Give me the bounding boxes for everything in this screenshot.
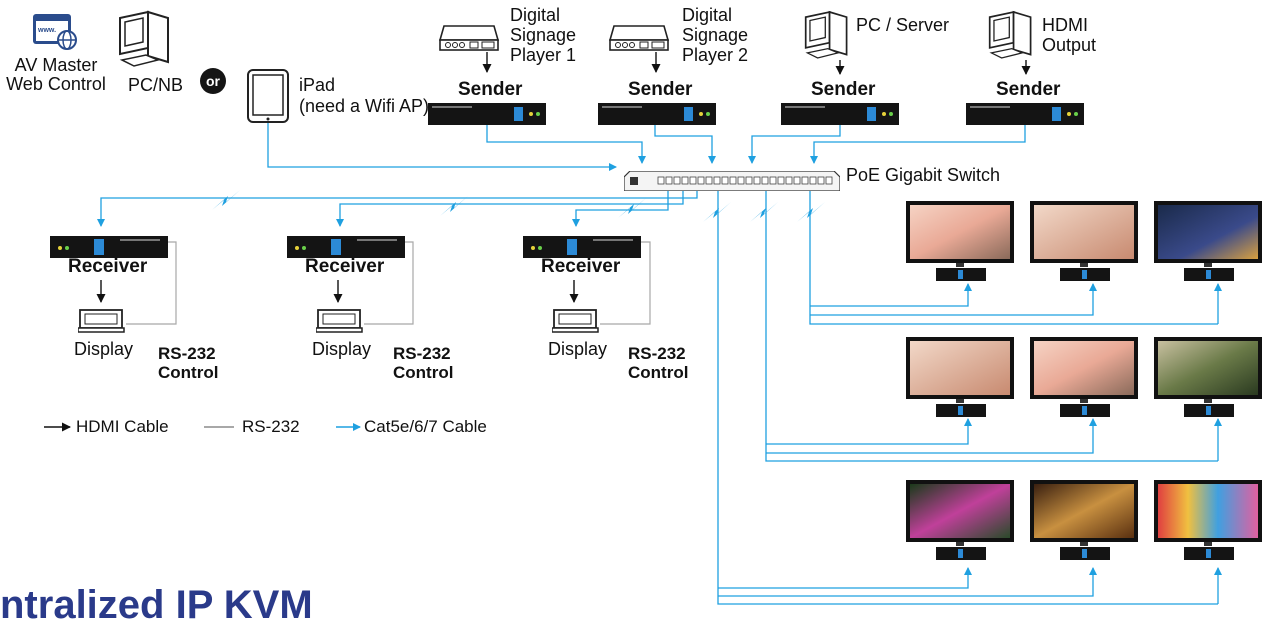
- wall-row-1: [906, 201, 1262, 281]
- cat-cable-receiver-1: [97, 190, 698, 227]
- display-label-1: Display: [74, 339, 134, 359]
- sender-box-4: [966, 103, 1084, 125]
- receiver-box-1: [50, 236, 168, 258]
- pc-nb-label: PC/NB: [128, 75, 184, 95]
- switch-label: PoE Gigabit Switch: [846, 165, 1001, 185]
- or-badge: or: [200, 68, 226, 94]
- legend-hdmi-label: HDMI Cable: [76, 417, 169, 436]
- pc-tower-icon: [119, 10, 169, 67]
- hdmi-output-label: HDMI Output: [1042, 15, 1097, 55]
- hdmi-output-icon: [988, 10, 1032, 59]
- legend-rs232-label: RS-232: [242, 417, 300, 436]
- sender-box-3: [781, 103, 899, 125]
- connection-diagram: [44, 52, 1222, 605]
- sender-label-2: Sender: [628, 79, 693, 100]
- wireless-icons: [212, 190, 825, 222]
- signage-player-2-icon: [608, 25, 670, 51]
- hdmi-cables-displays: [96, 280, 579, 303]
- cat-cable-row-3: [717, 190, 1222, 605]
- sender-label-1: Sender: [458, 79, 523, 100]
- sender-label-4: Sender: [996, 79, 1061, 100]
- receiver-label-2: Receiver: [305, 256, 385, 277]
- sender-label-3: Sender: [811, 79, 876, 100]
- sender-box-2: [598, 103, 716, 125]
- rs232-control-label-1: RS-232 Control: [158, 344, 219, 382]
- cat-cable-row-1: [809, 190, 1222, 325]
- cat-cable-ipad: [267, 123, 617, 171]
- receiver-box-2: [287, 236, 405, 258]
- ipad-note-label: (need a Wifi AP): [299, 96, 430, 116]
- pc-server-icon: [804, 10, 848, 59]
- cat-cable-receiver-2: [336, 190, 684, 227]
- rs232-cables: [126, 241, 651, 325]
- hdmi-cables-sources: [482, 52, 1031, 75]
- player-1-label: Digital Signage Player 1: [510, 5, 577, 65]
- display-icon-2: [316, 309, 363, 333]
- wall-row-2: [906, 337, 1262, 417]
- poe-switch: [624, 171, 840, 191]
- rs232-control-label-2: RS-232 Control: [393, 344, 454, 382]
- cat-cable-receiver-3: [572, 190, 669, 227]
- pc-server-label: PC / Server: [856, 15, 950, 35]
- display-label-2: Display: [312, 339, 372, 359]
- sender-box-1: [428, 103, 546, 125]
- legend-cat-label: Cat5e/6/7 Cable: [364, 417, 487, 436]
- signage-player-1-icon: [438, 25, 500, 51]
- receiver-label-1: Receiver: [68, 256, 148, 277]
- web-control-label: AV Master Web Control: [6, 55, 106, 95]
- ipad-icon: [247, 69, 289, 123]
- player-2-label: Digital Signage Player 2: [682, 5, 749, 65]
- cat-cable-sender-2: [654, 124, 716, 164]
- display-label-3: Display: [548, 339, 608, 359]
- cat-cable-sender-4: [810, 124, 1026, 164]
- display-icon-1: [78, 309, 125, 333]
- ipad-label: iPad: [299, 75, 336, 95]
- web-control-icon: www.: [33, 14, 77, 50]
- display-icon-3: [552, 309, 599, 333]
- wall-row-3: [906, 480, 1262, 560]
- cat-cable-row-2: [765, 190, 1222, 462]
- receiver-box-3: [523, 236, 641, 258]
- svg-text:www.: www.: [37, 27, 56, 34]
- receiver-label-3: Receiver: [541, 256, 621, 277]
- rs232-control-label-3: RS-232 Control: [628, 344, 689, 382]
- cat-cable-sender-1: [486, 124, 646, 164]
- cat-cable-sender-3: [748, 124, 841, 164]
- video-wall: [906, 201, 1262, 560]
